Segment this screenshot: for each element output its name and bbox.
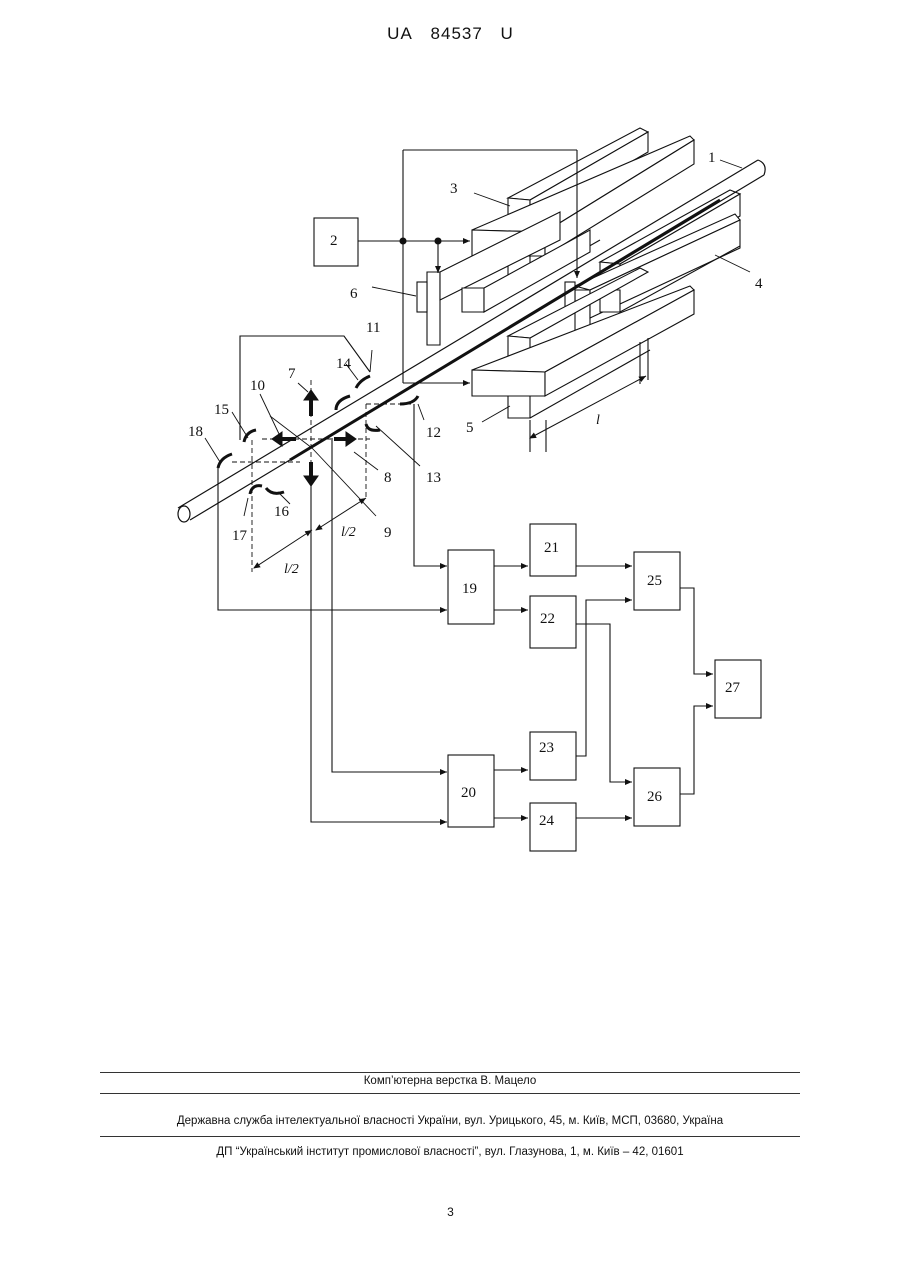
footer-rule-bottom	[100, 1136, 800, 1137]
label-25: 25	[647, 573, 662, 589]
pipe-1	[178, 160, 765, 522]
label-2: 2	[330, 233, 338, 249]
label-17: 17	[232, 528, 248, 544]
label-15: 15	[214, 402, 229, 418]
label-5: 5	[466, 420, 474, 436]
label-1: 1	[708, 150, 716, 166]
label-26: 26	[647, 789, 663, 805]
label-7: 7	[288, 366, 296, 382]
processing-blocks	[448, 524, 761, 851]
label-3: 3	[450, 181, 458, 197]
label-12: 12	[426, 425, 441, 441]
label-dimension-half-lower: l/2	[284, 562, 299, 577]
footer-layout: Комп’ютерна верстка В. Мацело	[100, 1075, 800, 1087]
signal-wiring	[218, 336, 447, 822]
label-10: 10	[250, 378, 265, 394]
label-16: 16	[274, 504, 290, 520]
footer-rule-middle	[100, 1093, 800, 1094]
label-22: 22	[540, 611, 555, 627]
page-number: 3	[0, 1205, 901, 1219]
label-21: 21	[544, 540, 559, 556]
label-23: 23	[539, 740, 554, 756]
footer-agency: Державна служба інтелектуальної власност…	[100, 1115, 800, 1127]
label-dimension-half-upper: l/2	[341, 525, 356, 540]
label-18: 18	[188, 424, 203, 440]
footer-institute: ДП “Український інститут промислової вла…	[100, 1146, 800, 1158]
patent-figure: 1 2 3 4 5 6 7 8 9 10 11 12 13 14 15 16 1…	[0, 0, 901, 1000]
label-11: 11	[366, 320, 380, 336]
label-14: 14	[336, 356, 352, 372]
cross-sensors	[272, 390, 356, 486]
label-19: 19	[462, 581, 477, 597]
label-6: 6	[350, 286, 358, 302]
label-9: 9	[384, 525, 392, 541]
label-24: 24	[539, 813, 555, 829]
label-8: 8	[384, 470, 392, 486]
label-20: 20	[461, 785, 476, 801]
label-27: 27	[725, 680, 741, 696]
label-4: 4	[755, 276, 763, 292]
label-dimension-l: l	[596, 413, 600, 428]
footer-rule-top	[100, 1072, 800, 1073]
label-13: 13	[426, 470, 441, 486]
